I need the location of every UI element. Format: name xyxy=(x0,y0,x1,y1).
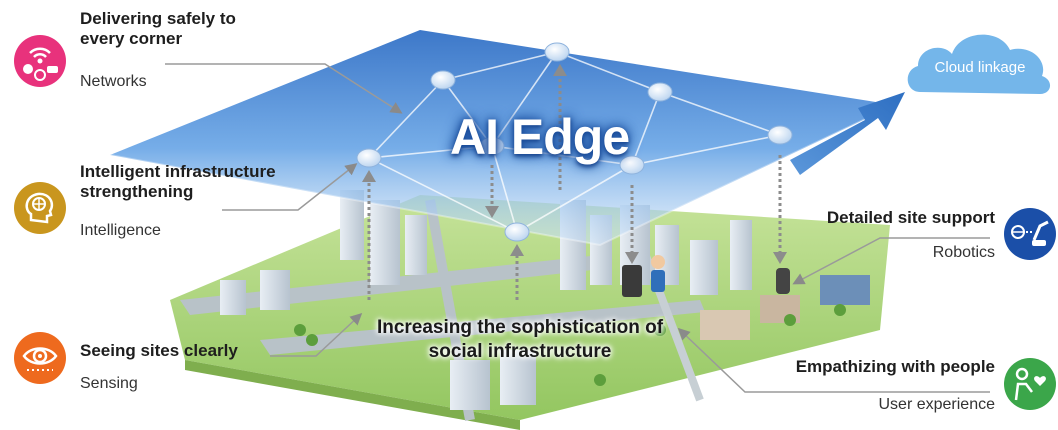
robotics-subtitle: Robotics xyxy=(932,244,995,261)
intelligence-title-line2: strengthening xyxy=(80,181,194,201)
user-experience-icon xyxy=(1004,358,1056,410)
connector-user-experience xyxy=(677,327,990,393)
center-caption-line1: Increasing the sophistication of xyxy=(376,317,664,338)
networks-title-line1: Delivering safely to xyxy=(80,9,236,28)
connector-intelligence xyxy=(222,163,358,211)
robotics-title: Detailed site support xyxy=(826,208,995,227)
sensing-icon xyxy=(14,332,66,384)
sensing-subtitle: Sensing xyxy=(80,375,138,392)
ai-edge-layer xyxy=(109,30,896,300)
connector-networks xyxy=(165,63,403,114)
networks-title-line2: every corner xyxy=(80,28,183,48)
intelligence-title-line1: Intelligent infrastructure xyxy=(80,162,276,181)
intelligence-title: Intelligent infrastructure strengthening xyxy=(80,162,276,201)
cloud-linkage-arrow xyxy=(790,92,905,175)
intelligence-icon xyxy=(14,182,66,234)
cloud-linkage-label: Cloud linkage xyxy=(934,59,1026,76)
networks-title: Delivering safely to every corner xyxy=(80,9,236,48)
ai-edge-title: AI Edge xyxy=(450,109,630,165)
connector-sensing xyxy=(270,312,363,357)
networks-subtitle: Networks xyxy=(80,73,147,90)
user-experience-subtitle: User experience xyxy=(878,396,996,413)
center-caption: Increasing the sophistication of social … xyxy=(330,316,710,364)
center-caption-line2: social infrastructure xyxy=(428,340,612,362)
robotics-icon xyxy=(1004,208,1056,260)
city-ground xyxy=(170,190,890,430)
user-experience-title: Empathizing with people xyxy=(795,357,995,376)
connector-robotics xyxy=(792,237,990,285)
intelligence-subtitle: Intelligence xyxy=(80,222,161,239)
cloud-shape xyxy=(907,34,1051,94)
networks-icon xyxy=(14,35,66,87)
sensing-title: Seeing sites clearly xyxy=(80,341,238,360)
